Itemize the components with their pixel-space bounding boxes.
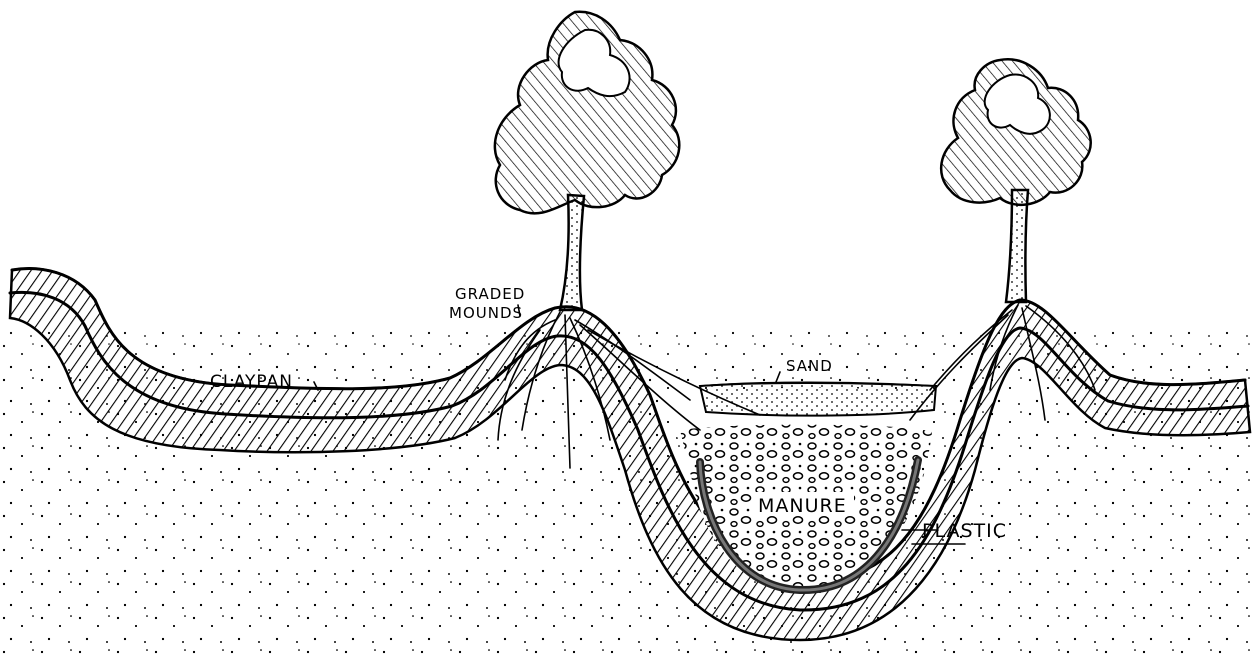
sand-layer: [700, 383, 936, 416]
graded-mounds-label-line1: GRADED: [455, 285, 525, 303]
graded-mounds-label-line2: MOUNDS: [449, 304, 523, 322]
sand-label: SAND: [786, 357, 833, 375]
manure-label: MANURE: [758, 495, 847, 517]
plastic-label: PLASTIC: [922, 520, 1007, 542]
claypan-label: CLAYPAN: [210, 372, 293, 392]
